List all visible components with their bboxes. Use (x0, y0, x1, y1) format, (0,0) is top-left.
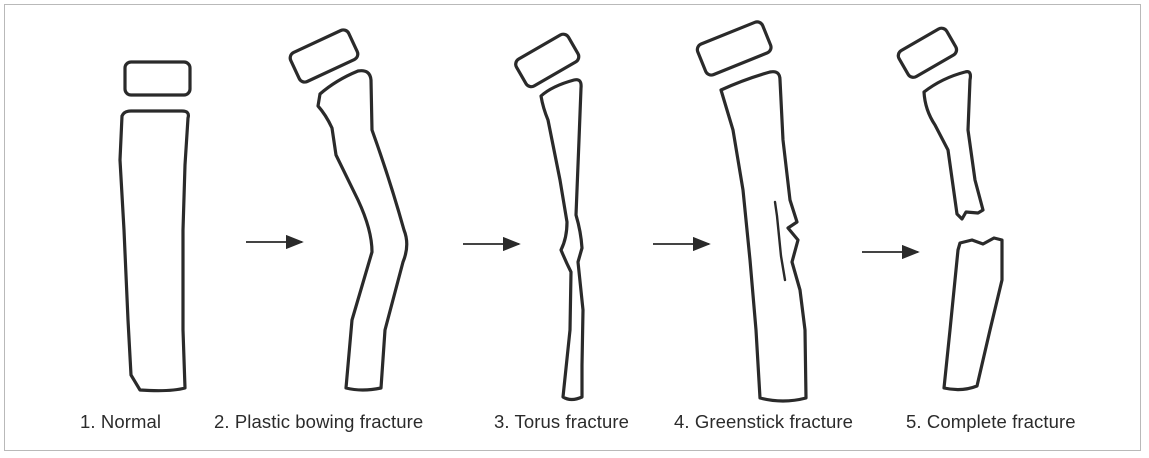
bone-normal-shaft (120, 111, 188, 391)
bone-greenstick-epiphysis (696, 20, 773, 77)
bone-normal-epiphysis (125, 62, 190, 95)
bone-complete-epiphysis (896, 26, 959, 79)
stage-label-complete: 5. Complete fracture (906, 411, 1076, 433)
bone-torus-shaft (541, 80, 583, 400)
bone-plastic-bowing (288, 28, 407, 390)
stage-label-plastic-bowing: 2. Plastic bowing fracture (214, 411, 423, 433)
stage-label-greenstick: 4. Greenstick fracture (674, 411, 853, 433)
bone-complete-upper-fragment (924, 72, 983, 219)
bone-greenstick-crack (775, 202, 785, 280)
bone-complete (896, 26, 1002, 390)
bone-complete-lower-fragment (944, 238, 1002, 390)
bone-greenstick-shaft (721, 72, 806, 401)
bone-plastic-bowing-shaft (318, 71, 407, 390)
bone-normal (120, 62, 190, 391)
stage-label-torus: 3. Torus fracture (494, 411, 629, 433)
bone-torus (514, 32, 583, 399)
stage-label-normal: 1. Normal (80, 411, 161, 433)
bone-greenstick (696, 20, 806, 401)
